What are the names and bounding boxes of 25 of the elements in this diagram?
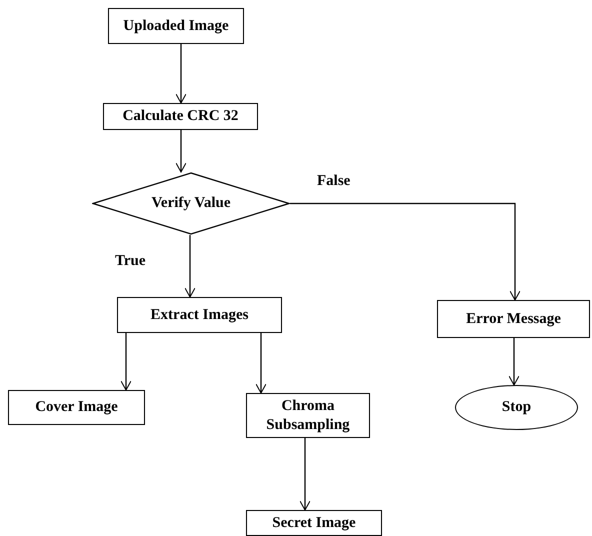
arrow [256, 333, 266, 394]
node-text: Secret Image [272, 514, 356, 532]
arrow [508, 338, 520, 386]
node-text: Error Message [466, 310, 561, 328]
process-box [246, 393, 370, 438]
arrow [120, 333, 132, 390]
node-text: Calculate CRC 32 [122, 107, 238, 126]
node-text: Verify Value [151, 194, 231, 213]
arrow [176, 130, 186, 172]
process-box [103, 103, 258, 130]
node-text: Chroma Subsampling [265, 396, 351, 434]
node-text: Extract Images [150, 306, 248, 324]
arrow [290, 202, 520, 300]
process-box [117, 297, 282, 333]
node-text: Stop [502, 398, 532, 417]
node-text: Cover Image [35, 398, 118, 417]
decision-diamond [92, 172, 290, 235]
process-box [437, 300, 590, 338]
node-text: Uploaded Image [123, 16, 229, 36]
process-box [8, 390, 145, 425]
process-box [108, 8, 244, 44]
arrow [300, 438, 310, 510]
arrow [184, 235, 196, 298]
process-box [246, 510, 382, 536]
arrow [176, 44, 186, 104]
